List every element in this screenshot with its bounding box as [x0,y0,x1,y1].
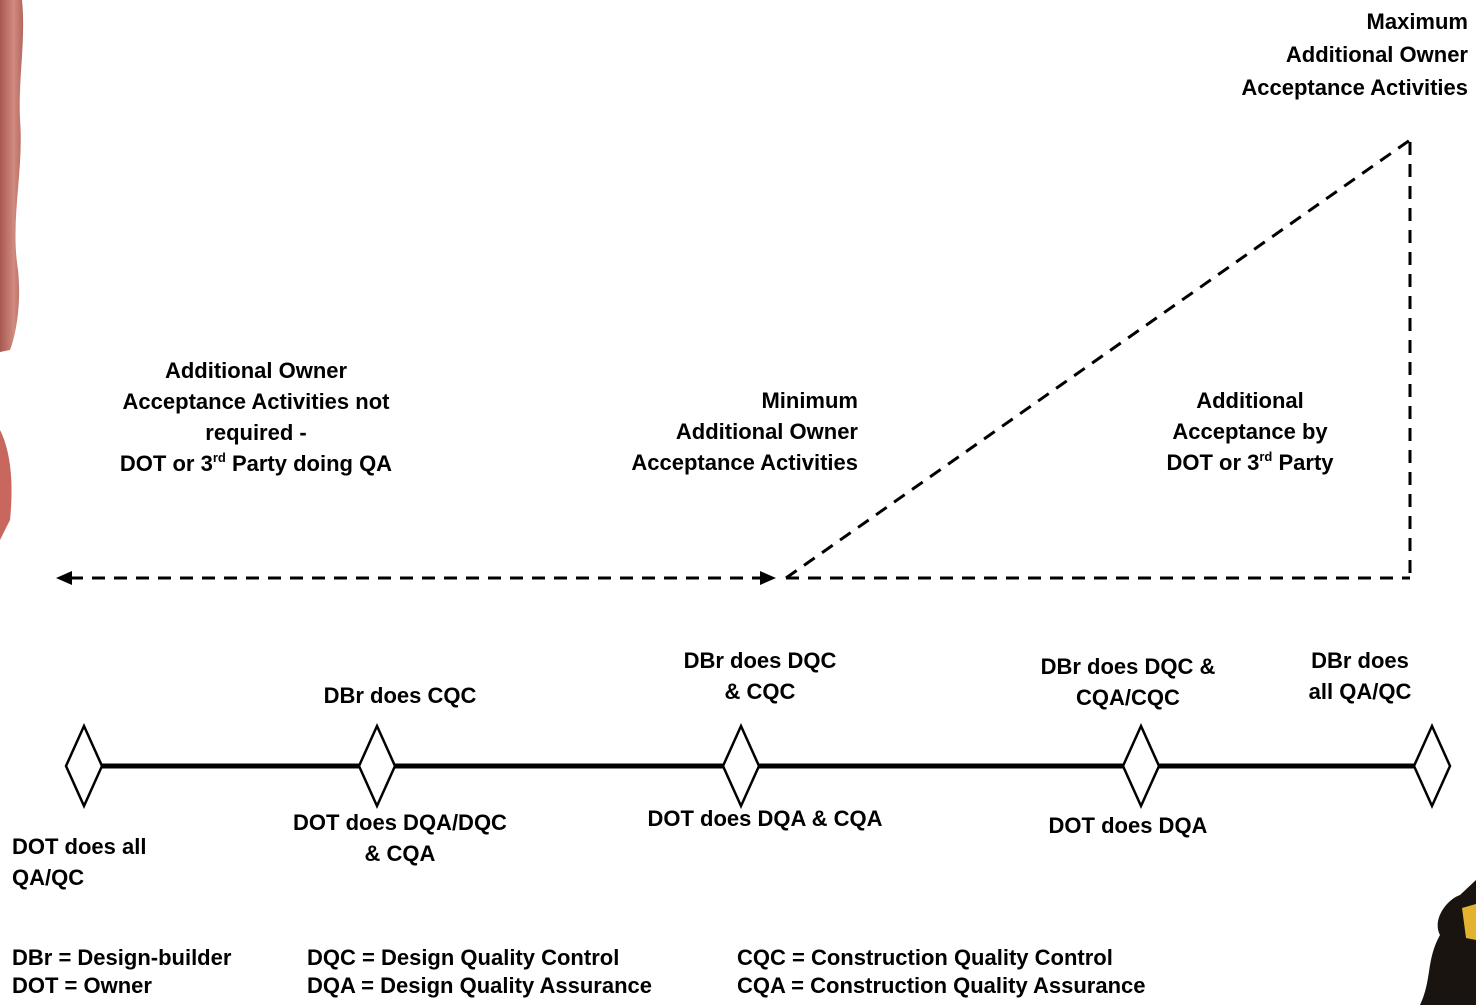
clipart-hand-top [0,0,24,352]
maximum-label-line: Maximum [1366,9,1468,34]
text-part: DOT or 3 [1166,450,1260,475]
label-line: DBr does DQC [683,648,837,673]
legend-row-1-col-1: DBr = Design-builder [12,945,232,970]
superscript: rd [1259,449,1273,464]
additional-label-line: DOT or 3rd Party [1130,447,1370,478]
label-line: all QA/QC [1308,679,1412,704]
point-4-below-label: DOT does DQA [1010,810,1246,841]
label-line: DOT does all [12,834,147,859]
maximum-label-line: Additional Owner [1285,42,1468,67]
diamond-marker-5 [1412,722,1452,810]
text-part: Party [1272,450,1334,475]
point-4-above-label: DBr does DQC & CQA/CQC [1008,651,1248,713]
minimum-label: Minimum Additional Owner Acceptance Acti… [631,385,858,478]
maximum-label: Maximum Additional Owner Acceptance Acti… [1241,5,1468,104]
point-1-below-label: DOT does all QA/QC [12,831,146,893]
point-5-above-label: DBr does all QA/QC [1270,645,1450,707]
superscript: rd [212,450,226,465]
additional-acceptance-label: Additional Acceptance by DOT or 3rd Part… [1130,385,1370,478]
label-line: DOT does DQA/DQC [293,810,507,835]
label-line: DOT does DQA [1048,813,1208,838]
text-part: Party doing QA [225,451,393,476]
minimum-label-line: Minimum [761,388,858,413]
not-required-label: Additional Owner Acceptance Activities n… [60,355,452,479]
point-3-below-label: DOT does DQA & CQA [610,803,920,834]
not-required-line: required - [205,420,307,445]
diamond-marker-1 [64,722,104,810]
legend-row-1-col-2: DQC = Design Quality Control [307,945,620,970]
not-required-line: Acceptance Activities not [122,389,390,414]
minimum-label-line: Additional Owner [675,419,858,444]
legend-row-1-col-3: CQC = Construction Quality Control [737,945,1113,970]
additional-label-line: Additional [1196,388,1304,413]
label-line: CQA/CQC [1076,685,1180,710]
legend-row-2-col-1: DOT = Owner [12,973,152,998]
label-line: DBr does CQC [323,683,477,708]
label-line: DBr does DQC & [1040,654,1216,679]
legend-row-2-col-2: DQA = Design Quality Assurance [307,973,652,998]
text-part: DOT or 3 [119,451,213,476]
diamond-marker-4 [1121,722,1161,810]
point-2-below-label: DOT does DQA/DQC & CQA [260,807,540,869]
maximum-label-line: Acceptance Activities [1241,75,1468,100]
diamond-marker-3 [721,722,761,810]
point-3-above-label: DBr does DQC & CQC [640,645,880,707]
not-required-line: DOT or 3rd Party doing QA [60,448,452,479]
additional-label-line: Acceptance by [1172,419,1328,444]
label-line: DOT does DQA & CQA [647,806,883,831]
arrowhead-right [760,571,776,585]
label-line: & CQC [724,679,796,704]
label-line: DBr does [1311,648,1409,673]
not-required-line: Additional Owner [164,358,348,383]
clipart-figure-corner [1420,880,1476,1005]
arrowhead-left [56,571,72,585]
legend-row-2-col-3: CQA = Construction Quality Assurance [737,973,1146,998]
label-line: & CQA [364,841,436,866]
dashed-diagonal-line [785,138,1411,580]
clipart-hand-bottom [0,430,12,540]
minimum-label-line: Acceptance Activities [631,450,858,475]
diamond-marker-2 [357,722,397,810]
point-2-above-label: DBr does CQC [290,680,510,711]
label-line: QA/QC [12,865,85,890]
